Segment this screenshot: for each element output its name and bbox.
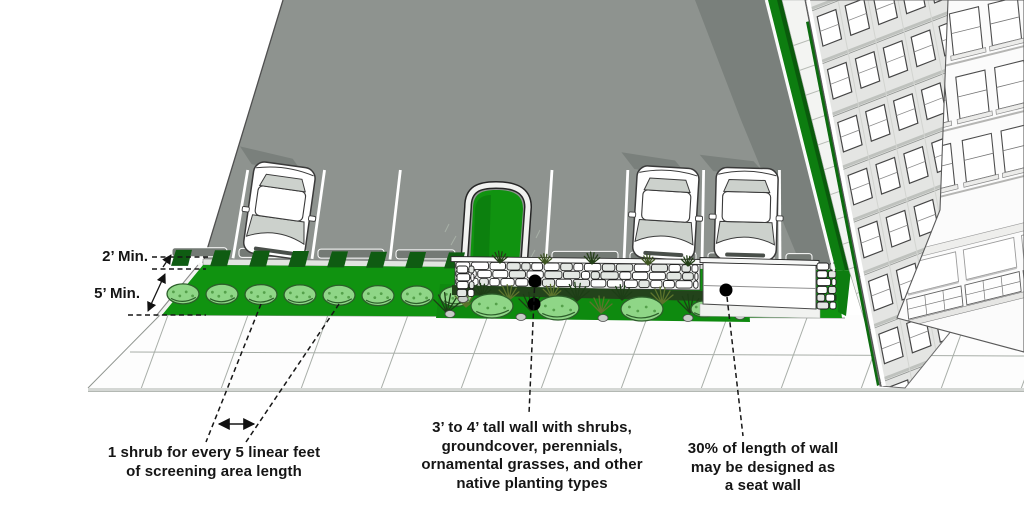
callout-seat-wall	[719, 283, 744, 437]
note-line: native planting types	[456, 474, 608, 492]
note-line: 1 shrub for every 5 linear feet	[107, 444, 321, 461]
leader-line	[205, 303, 262, 443]
callout-dot	[719, 283, 733, 297]
note-line: 3’ to 4’ tall wall with shrubs,	[432, 419, 632, 436]
seat-wall	[699, 257, 821, 319]
note-line: ornamental grasses, and other	[421, 456, 643, 473]
wall-end-pillars	[456, 262, 837, 310]
note-line: may be designed as	[690, 458, 836, 476]
callout-dot	[528, 274, 542, 288]
note-shrub-spacing: 1 shrub for every 5 linear feet of scree…	[90, 444, 338, 481]
cars	[239, 146, 784, 262]
building-shadow-on-lot	[695, 0, 834, 272]
note-line: groundcover, perennials,	[441, 437, 623, 455]
callout-wall-planting	[527, 274, 542, 415]
note-line: a seat wall	[724, 477, 802, 494]
dimension-arrow	[162, 254, 172, 268]
note-line: of screening area length	[126, 462, 302, 480]
callout-shrub-spacing	[205, 303, 340, 443]
planting-peninsula	[444, 180, 547, 272]
note-wall-planting: 3’ to 4’ tall wall with shrubs, groundco…	[408, 419, 656, 493]
car	[699, 154, 784, 262]
note-seat-wall: 30% of length of wall may be designed as…	[674, 440, 852, 496]
leader-line	[726, 296, 744, 437]
dimension-arrow	[147, 273, 166, 312]
building-left-pilaster	[806, 0, 886, 387]
leader-line	[528, 287, 536, 415]
building-right-outline	[896, 0, 1024, 353]
car	[239, 146, 317, 260]
stone-wall	[450, 256, 705, 291]
lot-edge	[202, 0, 284, 264]
dimension-2ft-min	[152, 254, 208, 270]
dimension-5ft-min	[128, 273, 206, 316]
dimension-label-2min: 2’ Min.	[102, 248, 148, 265]
building-left-edge	[804, 0, 882, 387]
leader-line	[245, 303, 340, 443]
callout-dot	[527, 297, 541, 311]
note-line: 30% of length of wall	[687, 440, 839, 457]
dimension-label-5min: 5’ Min.	[94, 285, 140, 302]
